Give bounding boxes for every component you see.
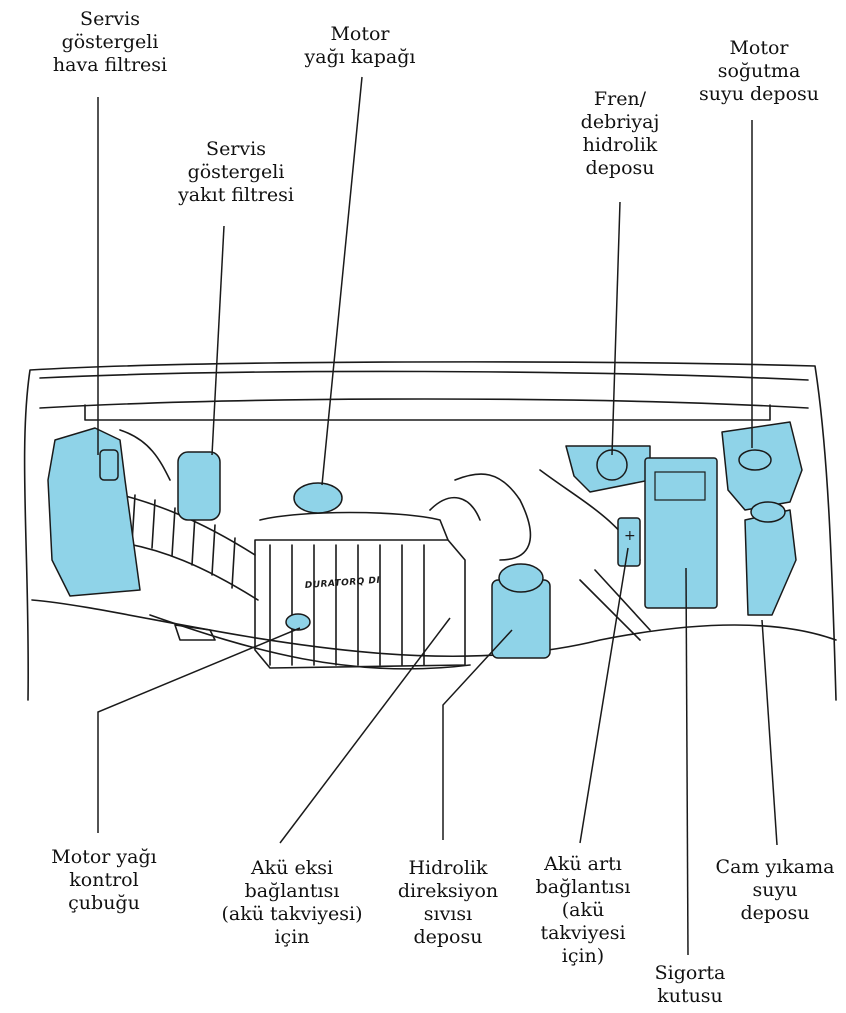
washer-reservoir xyxy=(744,509,797,616)
fuel-filter xyxy=(177,451,221,521)
label-line: hidrolik xyxy=(582,134,658,156)
air-filter-indicator xyxy=(99,449,119,481)
label-line: hava filtresi xyxy=(52,54,168,76)
label-line: Akü artı xyxy=(544,853,622,875)
leader-oil-cap xyxy=(321,76,363,486)
dipstick-handle xyxy=(285,613,311,631)
label-line: Motor xyxy=(330,23,390,45)
leader-dipstick xyxy=(97,627,301,833)
label-line: soğutma xyxy=(717,60,801,82)
label-line: deposu xyxy=(585,157,655,179)
label-line: Sigorta xyxy=(654,962,726,984)
hood-edge xyxy=(39,370,809,381)
label-line: kutusu xyxy=(657,985,723,1007)
label-line: Servis xyxy=(206,138,266,160)
fuse-box xyxy=(644,457,718,609)
leader-battery-negative xyxy=(279,617,451,844)
label-line: bağlantısı xyxy=(535,876,631,898)
label-line: deposu xyxy=(413,926,483,948)
battery-positive-terminal xyxy=(617,517,641,567)
hood-outline xyxy=(23,361,837,701)
label-line: direksiyon xyxy=(397,880,499,902)
label-line: suyu xyxy=(752,879,798,901)
leader-fuse-box xyxy=(685,567,689,956)
label-line: deposu xyxy=(740,902,810,924)
leader-battery-positive xyxy=(579,547,629,844)
label-line: yağı kapağı xyxy=(304,46,416,68)
leader-washer xyxy=(761,619,778,846)
label-line: kontrol xyxy=(69,869,139,891)
label-line: için) xyxy=(561,945,605,967)
label-line: (akü takviyesi) xyxy=(221,903,363,925)
leader-steering xyxy=(442,629,513,840)
label-line: Motor yağı xyxy=(51,846,157,868)
svg-text:+: + xyxy=(624,528,636,544)
leader-brake-reservoir xyxy=(611,201,621,456)
label-line: suyu deposu xyxy=(699,83,819,105)
engine-block xyxy=(254,539,466,669)
leader-fuel-filter xyxy=(211,225,225,456)
label-line: için xyxy=(274,926,310,948)
label-line: sıvısı xyxy=(423,903,473,925)
label-line: Cam yıkama xyxy=(715,856,835,878)
label-line: debriyaj xyxy=(580,111,660,133)
label-line: Hidrolik xyxy=(408,857,488,879)
label-line: Fren/ xyxy=(593,88,647,110)
label-line: bağlantısı xyxy=(244,880,340,902)
label-line: Servis xyxy=(80,8,140,30)
label-line: göstergeli xyxy=(61,31,159,53)
label-line: yakıt filtresi xyxy=(178,184,294,206)
label-line: (akü xyxy=(561,899,605,921)
oil-filler-cap xyxy=(293,482,343,514)
label-line: göstergeli xyxy=(187,161,285,183)
label-line: Motor xyxy=(729,37,789,59)
engine-brand-plate: DURATORQ DI xyxy=(305,576,381,591)
label-line: çubuğu xyxy=(68,892,140,914)
label-line: takviyesi xyxy=(540,922,626,944)
air-filter-box xyxy=(47,427,141,597)
label-line: Akü eksi xyxy=(250,857,334,879)
